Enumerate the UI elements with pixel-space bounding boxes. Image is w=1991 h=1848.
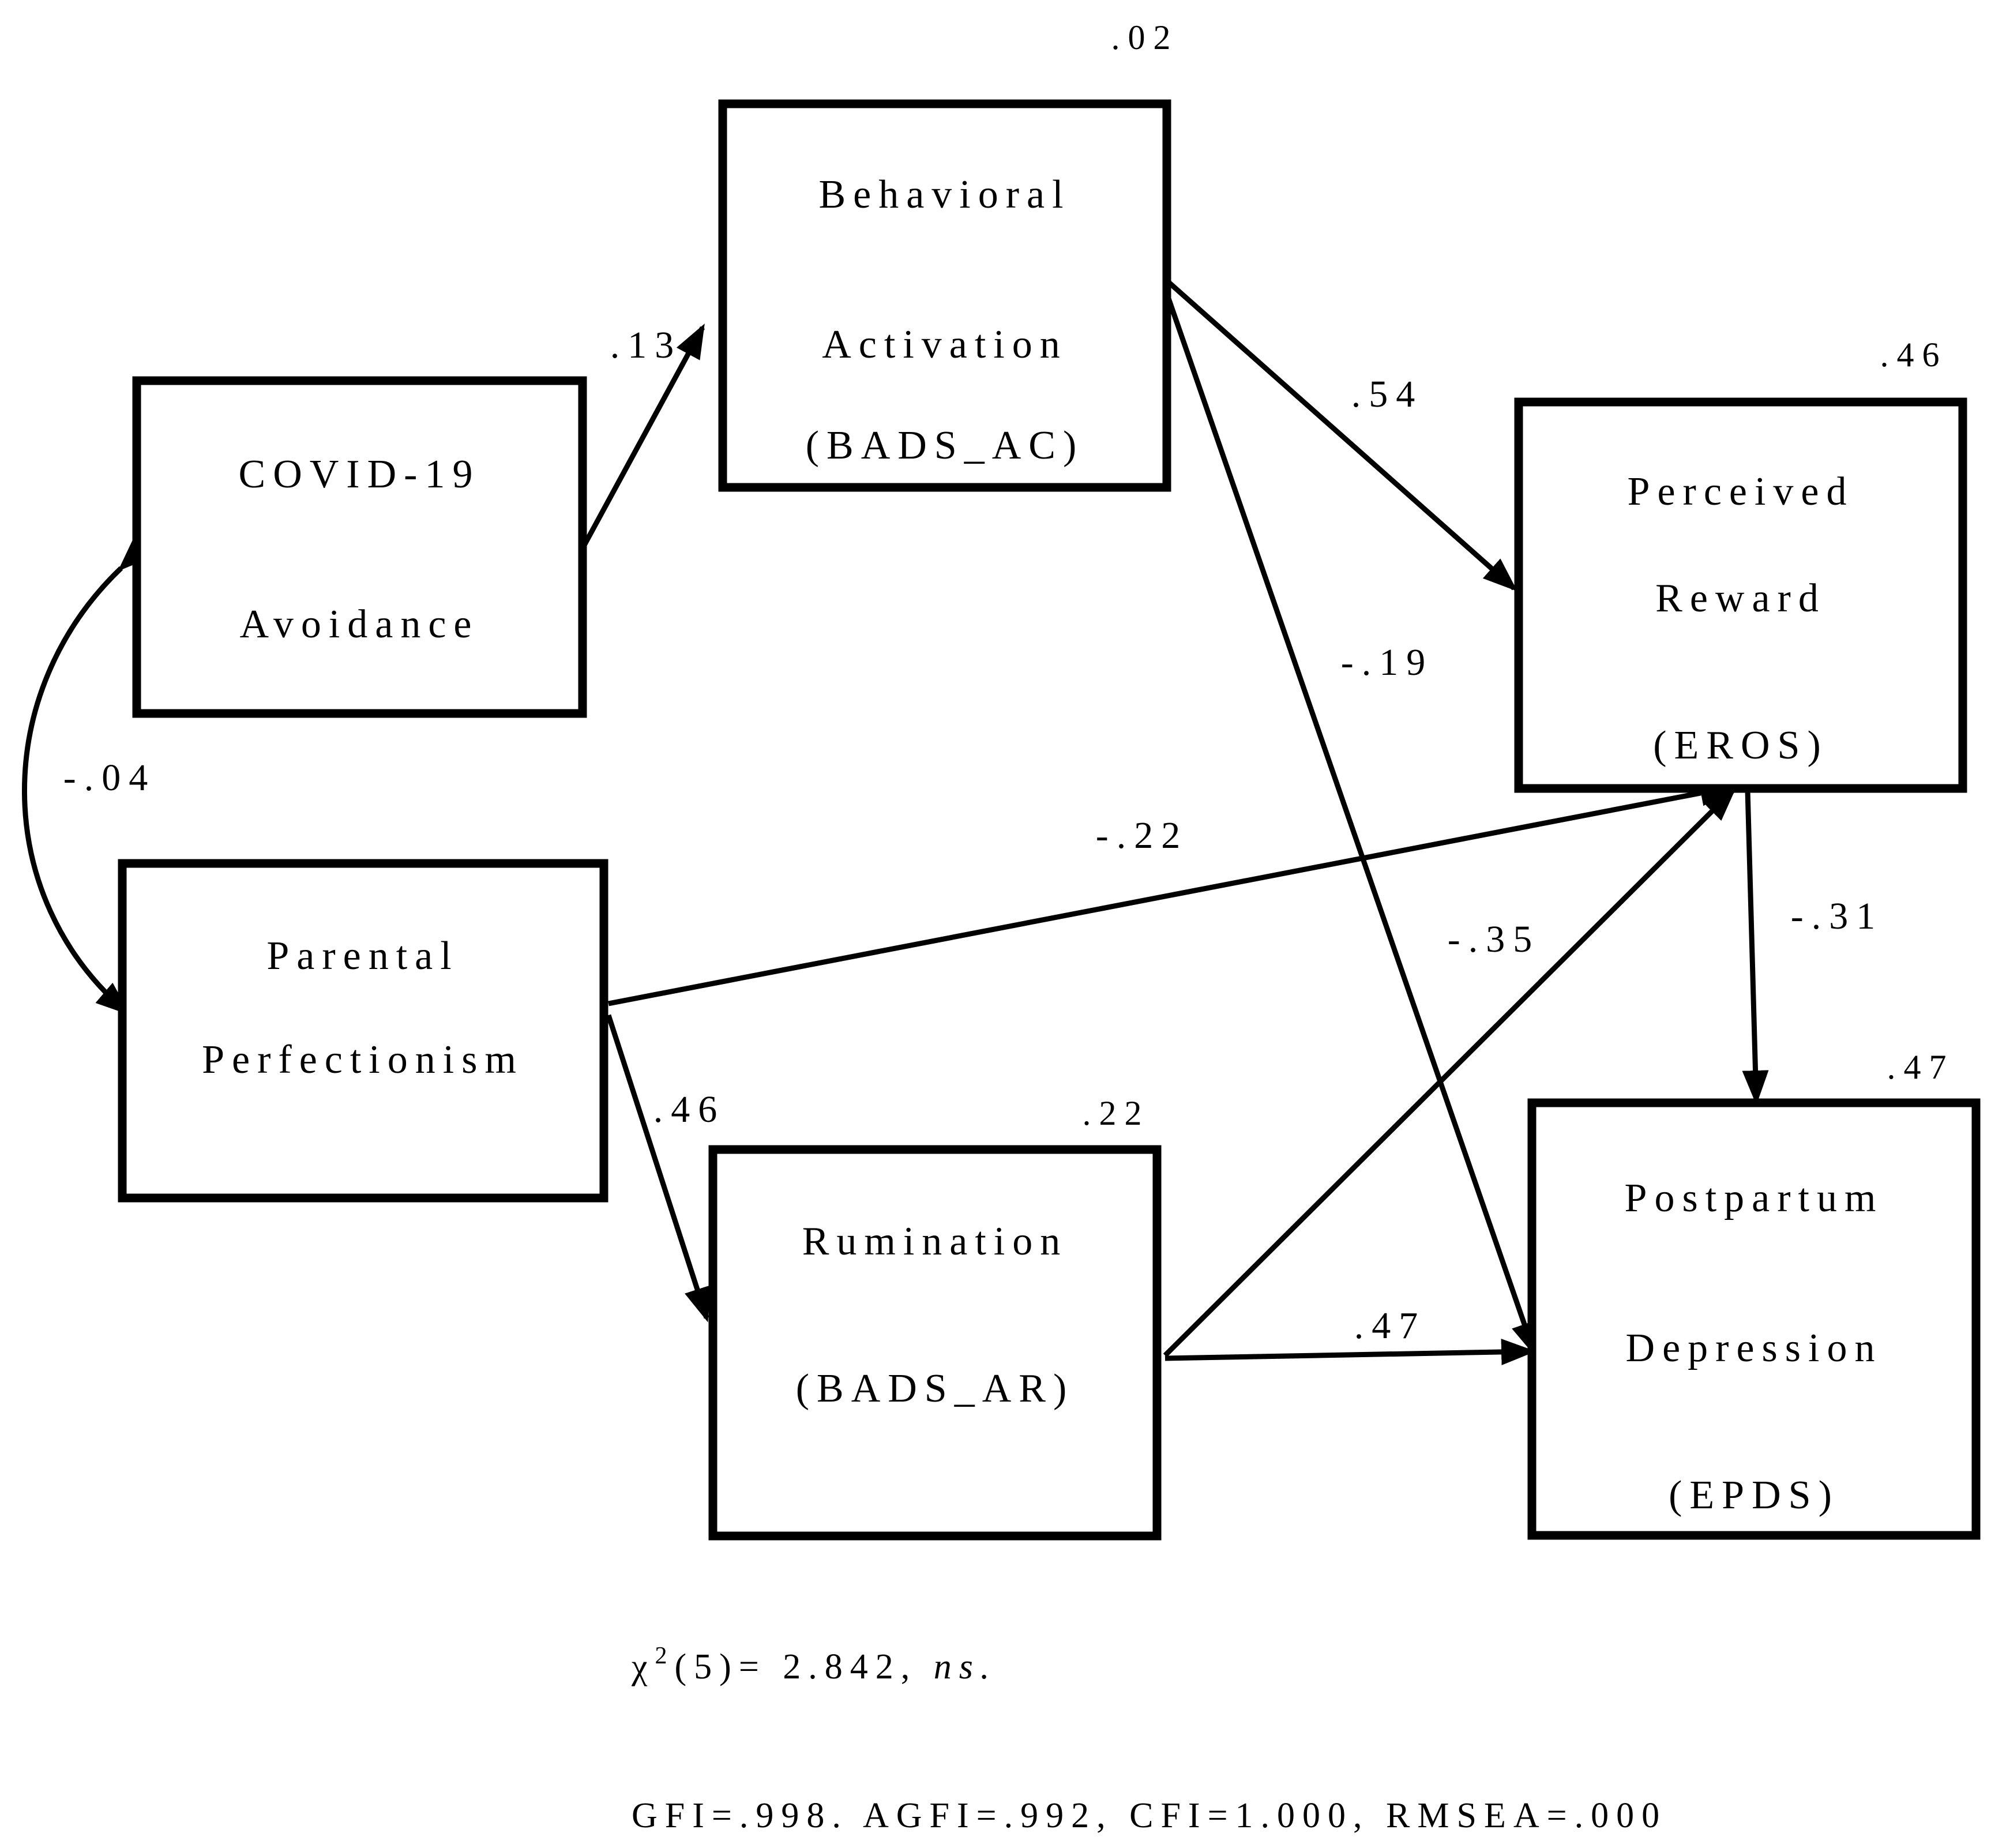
edges <box>22 272 1769 1365</box>
fit-statistics: χ2(5)= 2.842, ns. GFI=.998. AGFI=.992, C… <box>631 1643 1667 1835</box>
chi-square-line: χ2(5)= 2.842, ns. <box>631 1643 997 1687</box>
covariance-covid-perfectionism <box>22 538 152 1016</box>
path-ba-to-depression <box>1162 287 1537 1357</box>
label-ba-to-depression: -.19 <box>1341 641 1433 683</box>
node-postpartum-depression: Postpartum Depression (EPDS) .47 <box>1527 1048 1981 1540</box>
node-depression-line-2: Depression <box>1626 1326 1883 1370</box>
node-depression-line-3: (EPDS) <box>1669 1473 1839 1518</box>
r2-ba: .02 <box>1111 18 1179 57</box>
node-covid-line-2: Avoidance <box>239 602 479 647</box>
path-reward-to-depression <box>1742 790 1769 1105</box>
label-perfectionism-to-reward: -.22 <box>1096 814 1188 857</box>
node-ba-line-1: Behavioral <box>818 172 1070 217</box>
r2-depression: .47 <box>1887 1048 1955 1086</box>
node-rumination-line-1: Rumination <box>802 1219 1068 1264</box>
fit-indices-line: GFI=.998. AGFI=.992, CFI=1.000, RMSEA=.0… <box>632 1796 1667 1835</box>
chi-symbol: χ <box>631 1647 655 1687</box>
node-perfectionism-line-2: Perfectionism <box>202 1038 524 1082</box>
label-reward-to-depression: -.31 <box>1791 895 1883 937</box>
node-covid-avoidance: COVID-19 Avoidance <box>132 376 587 718</box>
label-covid-to-ba: .13 <box>610 324 682 366</box>
chi-ns: ns. <box>934 1647 997 1687</box>
node-reward-line-1: Perceived <box>1628 469 1854 514</box>
path-perfectionism-to-rumination <box>606 1014 710 1323</box>
label-rumination-to-depression: .47 <box>1354 1305 1426 1347</box>
chi-superscript: 2 <box>655 1643 675 1669</box>
node-perceived-reward: Perceived Reward (EROS) .46 <box>1514 336 1967 793</box>
chi-value: (5)= 2.842, <box>675 1647 934 1687</box>
node-ba-line-3: (BADS_AC) <box>806 423 1084 468</box>
node-depression-line-1: Postpartum <box>1625 1176 1884 1220</box>
node-ba-line-2: Activation <box>822 322 1067 367</box>
label-covariance: -.04 <box>63 757 156 799</box>
path-perfectionism-to-reward <box>608 780 1735 1006</box>
node-reward-line-2: Reward <box>1655 576 1826 621</box>
nodes: COVID-19 Avoidance Parental Perfectionis… <box>118 18 1981 1541</box>
label-perfectionism-to-rumination: .46 <box>653 1088 726 1130</box>
label-rumination-to-reward: -.35 <box>1448 918 1540 960</box>
path-rumination-to-reward <box>1163 787 1737 1358</box>
node-perfectionism-line-1: Parental <box>266 934 459 978</box>
node-parental-perfectionism: Parental Perfectionism <box>118 859 608 1203</box>
r2-rumination: .22 <box>1083 1094 1150 1132</box>
path-ba-to-reward <box>1158 272 1517 592</box>
node-rumination-line-2: (BADS_AR) <box>796 1366 1075 1411</box>
node-rumination: Rumination (BADS_AR) .22 <box>708 1094 1162 1541</box>
label-ba-to-reward: .54 <box>1351 373 1423 415</box>
node-covid-line-1: COVID-19 <box>239 452 480 497</box>
node-reward-line-3: (EROS) <box>1653 723 1828 768</box>
node-behavioral-activation: Behavioral Activation (BADS_AC) .02 <box>718 18 1179 492</box>
path-covid-to-ba <box>577 323 705 555</box>
r2-reward: .46 <box>1880 336 1948 374</box>
edge-labels: .13 .54 -.19 -.22 .46 -.35 .47 -.31 -.04 <box>63 324 1883 1347</box>
path-rumination-to-depression <box>1164 1338 1536 1365</box>
